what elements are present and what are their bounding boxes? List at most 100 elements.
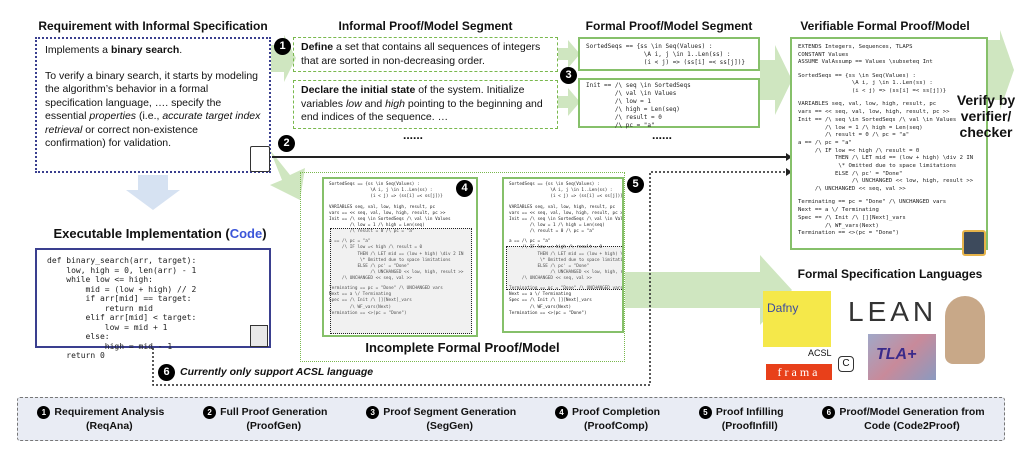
formal-ellipsis: ...... bbox=[652, 128, 673, 142]
code-line: /\ UNCHANGED << low, high, result >> bbox=[798, 178, 974, 185]
proof-completion-box: SortedSeqs == {ss \in Seq(Values) : \A i… bbox=[322, 177, 478, 337]
code-line: Spec == /\ Init /\ [][Next]_vars bbox=[798, 214, 906, 221]
informal-segment-2: Declare the initial state of the system.… bbox=[293, 80, 558, 129]
legend-badge: 6 bbox=[822, 406, 836, 419]
code-line: \A i, j \in 1..Len(ss) : bbox=[509, 188, 613, 194]
code-line: vars == << seq, val, low, high, result, … bbox=[509, 210, 624, 216]
code-line: vars == << seq, val, low, high, result, … bbox=[329, 210, 446, 216]
python-code-box: def binary_search(arr, target): low, hig… bbox=[35, 248, 271, 360]
requirement-title: Requirement with Informal Specification bbox=[38, 19, 268, 33]
seg-bold: Define bbox=[301, 41, 334, 53]
code-block: Init == /\ seq \in SortedSeqs /\ val \in… bbox=[586, 82, 752, 130]
code-line: Terminating == pc = "Done" /\ UNCHANGED … bbox=[798, 199, 947, 206]
code-line: (i < j) => (ss[i] =< ss[j])} bbox=[798, 88, 947, 95]
legend-badge: 1 bbox=[37, 406, 51, 419]
code-line: /\ val \in Values bbox=[586, 90, 677, 97]
arrow-formal-to-verifiable bbox=[760, 45, 792, 115]
code-line: /\ low = 1 /\ high = Len(seq) bbox=[329, 222, 425, 228]
verify-label: Verify by verifier/ checker bbox=[956, 92, 1016, 140]
arrow-informal1-to-formal bbox=[558, 40, 580, 68]
req-text: . bbox=[179, 44, 183, 56]
legend-abbr: (ProofGen) bbox=[246, 420, 302, 432]
code-line: \* Omitted due to space limitations bbox=[509, 257, 624, 263]
acsl-label: ACSL bbox=[808, 348, 832, 358]
legend-abbr: (ProofInfill) bbox=[721, 420, 778, 432]
legend-label: Full Proof Generation bbox=[220, 406, 328, 418]
step-1-badge: 1 bbox=[274, 38, 291, 55]
code-line: \A i, j \in 1..Len(ss) : bbox=[329, 188, 433, 194]
step-2-badge: 2 bbox=[278, 135, 295, 152]
code-line: ELSE /\ pc' = "Done" bbox=[798, 170, 903, 177]
lean-logo: LEAN bbox=[848, 296, 938, 327]
requirement-box: Implements a binary search. To verify a … bbox=[35, 37, 271, 173]
code-line: SortedSeqs == {ss \in Seq(Values) : bbox=[329, 182, 420, 187]
legend-badge: 3 bbox=[366, 406, 380, 419]
seg-italic: low bbox=[345, 97, 362, 110]
code-line: /\ WF_vars(Next) bbox=[329, 304, 392, 310]
frama-logo: frama bbox=[766, 364, 832, 380]
seg-text: and bbox=[361, 97, 386, 110]
code-block: SortedSeqs == {ss \in Seq(Values) : \A i… bbox=[329, 182, 471, 317]
legend-label: Requirement Analysis bbox=[54, 406, 165, 418]
missing-region bbox=[330, 228, 472, 334]
code-line: SortedSeqs == {ss \in Seq(Values) : bbox=[509, 182, 600, 187]
code-line: THEN /\ LET mid == (low + high) \div 2 I… bbox=[329, 251, 464, 257]
code-line: a == /\ pc = "a" bbox=[509, 239, 551, 245]
seg-bold: Declare the initial state bbox=[301, 84, 416, 96]
req-bold: binary search bbox=[110, 44, 180, 56]
executable-title: Executable Implementation (Code) bbox=[35, 226, 285, 241]
code-line: /\ low = 1 /\ high = Len(seq) bbox=[509, 222, 605, 228]
req-text: (i.e., bbox=[136, 110, 163, 122]
code-line: high = mid - 1 bbox=[47, 341, 173, 351]
code-line: /\ WF_vars(Next) bbox=[798, 222, 879, 229]
code-line: /\ result = 0 /\ pc = "a" bbox=[329, 228, 415, 234]
verifiable-title: Verifiable Formal Proof/Model bbox=[800, 19, 970, 33]
code-line: Spec == /\ Init /\ [][Next]_vars bbox=[509, 298, 592, 304]
code-line: Spec == /\ Init /\ [][Next]_vars bbox=[329, 298, 412, 304]
title-code-word: Code bbox=[229, 226, 263, 241]
code-line: return mid bbox=[47, 303, 153, 313]
arrow-code2proof bbox=[152, 171, 786, 386]
code-line: def binary_search(arr, target): bbox=[47, 256, 197, 265]
checklist-icon bbox=[962, 230, 986, 256]
code-line: mid = (low + high) // 2 bbox=[47, 284, 197, 294]
code-line: ASSUME ValAssump == Values \subseteq Int bbox=[798, 59, 933, 66]
code-line: vars == << seq, val, low, high, result, … bbox=[798, 109, 950, 116]
title-text: ) bbox=[262, 226, 267, 241]
req-text: or correct non-existence confirmation) f… bbox=[45, 123, 198, 150]
step-6-badge: 6 bbox=[158, 364, 175, 381]
code-block: SortedSeqs == {ss \in Seq(Values) : \A i… bbox=[586, 43, 752, 67]
code-line: /\ UNCHANGED << low, high, result >> bbox=[329, 269, 464, 275]
code-line: \A i, j \in 1..Len(ss) : bbox=[798, 80, 933, 87]
code-line: Termination == <>(pc = "Done") bbox=[329, 310, 407, 316]
arrow-req-to-incomplete bbox=[270, 150, 305, 200]
code-line: Next == a \/ Terminating bbox=[329, 292, 392, 298]
legend-badge: 4 bbox=[555, 406, 569, 419]
req-text: To verify a binary search, it starts by … bbox=[45, 69, 259, 123]
code-line: return 0 bbox=[47, 351, 105, 360]
code-line: /\ high = Len(seq) bbox=[586, 106, 680, 113]
document-icon bbox=[250, 146, 270, 172]
legend-label: Proof Segment Generation bbox=[383, 406, 517, 418]
code-line: VARIABLES seq, val, low, high, result, p… bbox=[798, 101, 937, 108]
code-line: /\ WF_vars(Next) bbox=[509, 304, 572, 310]
code-line: ELSE /\ pc' = "Done" bbox=[509, 263, 590, 269]
frama-c-logo: C bbox=[838, 356, 854, 372]
legend-label: Proof/Model Generation from bbox=[839, 406, 985, 418]
code-line: Termination == <>(pc = "Done") bbox=[509, 310, 587, 316]
code-line: \A i, j \in 1..Len(ss) : bbox=[586, 51, 731, 58]
code-line: THEN /\ LET mid == (low + high) \div 2 I… bbox=[798, 155, 974, 162]
code-line: Terminating == pc = "Done" /\ UNCHANGED … bbox=[329, 286, 443, 292]
code-line: (i < j) => (ss[i] =< ss[j])} bbox=[586, 59, 745, 66]
code-line: EXTENDS Integers, Sequences, TLAPS bbox=[798, 44, 913, 50]
legend-label: Proof Infilling bbox=[715, 406, 784, 418]
legend-abbr: (ReqAna) bbox=[86, 420, 133, 432]
code-line: low, high = 0, len(arr) - 1 bbox=[47, 265, 197, 275]
code-line: /\ IF low =< high /\ result = 0 bbox=[798, 147, 920, 154]
formal-segment-1: SortedSeqs == {ss \in Seq(Values) : \A i… bbox=[578, 37, 760, 71]
